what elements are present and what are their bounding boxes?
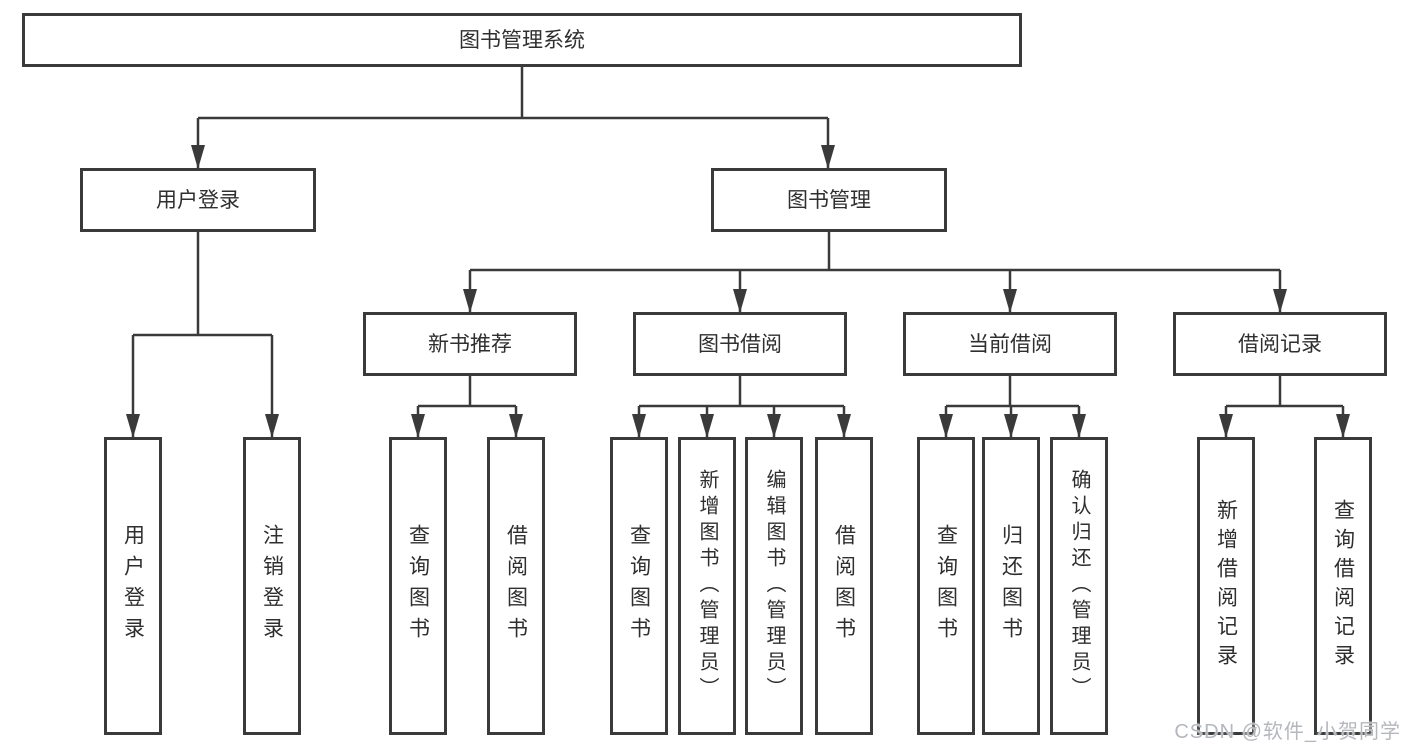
leaf-query-books-borrow: 查询图书 (610, 437, 668, 735)
leaf-query-books-current: 查询图书 (917, 437, 975, 735)
leaf-add-book-admin: 新增图书（管理员） (678, 437, 736, 735)
node-current-borrow: 当前借阅 (903, 312, 1117, 376)
node-user-login: 用户登录 (80, 168, 316, 232)
node-book-management: 图书管理 (711, 168, 947, 232)
leaf-borrow-books-borrow: 借阅图书 (815, 437, 873, 735)
node-borrow-records: 借阅记录 (1173, 312, 1387, 376)
leaf-logout: 注销登录 (243, 437, 301, 735)
leaf-query-borrow-record: 查询借阅记录 (1314, 437, 1372, 735)
leaf-edit-book-admin: 编辑图书（管理员） (745, 437, 803, 735)
node-root: 图书管理系统 (22, 13, 1022, 67)
leaf-user-login: 用户登录 (104, 437, 162, 735)
node-new-book-recommend: 新书推荐 (363, 312, 577, 376)
leaf-add-borrow-record: 新增借阅记录 (1197, 437, 1255, 735)
csdn-watermark: CSDN @软件_小贺同学 (1174, 721, 1401, 743)
leaf-query-books-recommend: 查询图书 (389, 437, 447, 735)
connector-lines (133, 67, 1343, 408)
node-book-borrow: 图书借阅 (633, 312, 847, 376)
leaf-return-book: 归还图书 (982, 437, 1040, 735)
leaf-borrow-books-recommend: 借阅图书 (487, 437, 545, 735)
leaf-confirm-return-admin: 确认归还（管理员） (1050, 437, 1108, 735)
